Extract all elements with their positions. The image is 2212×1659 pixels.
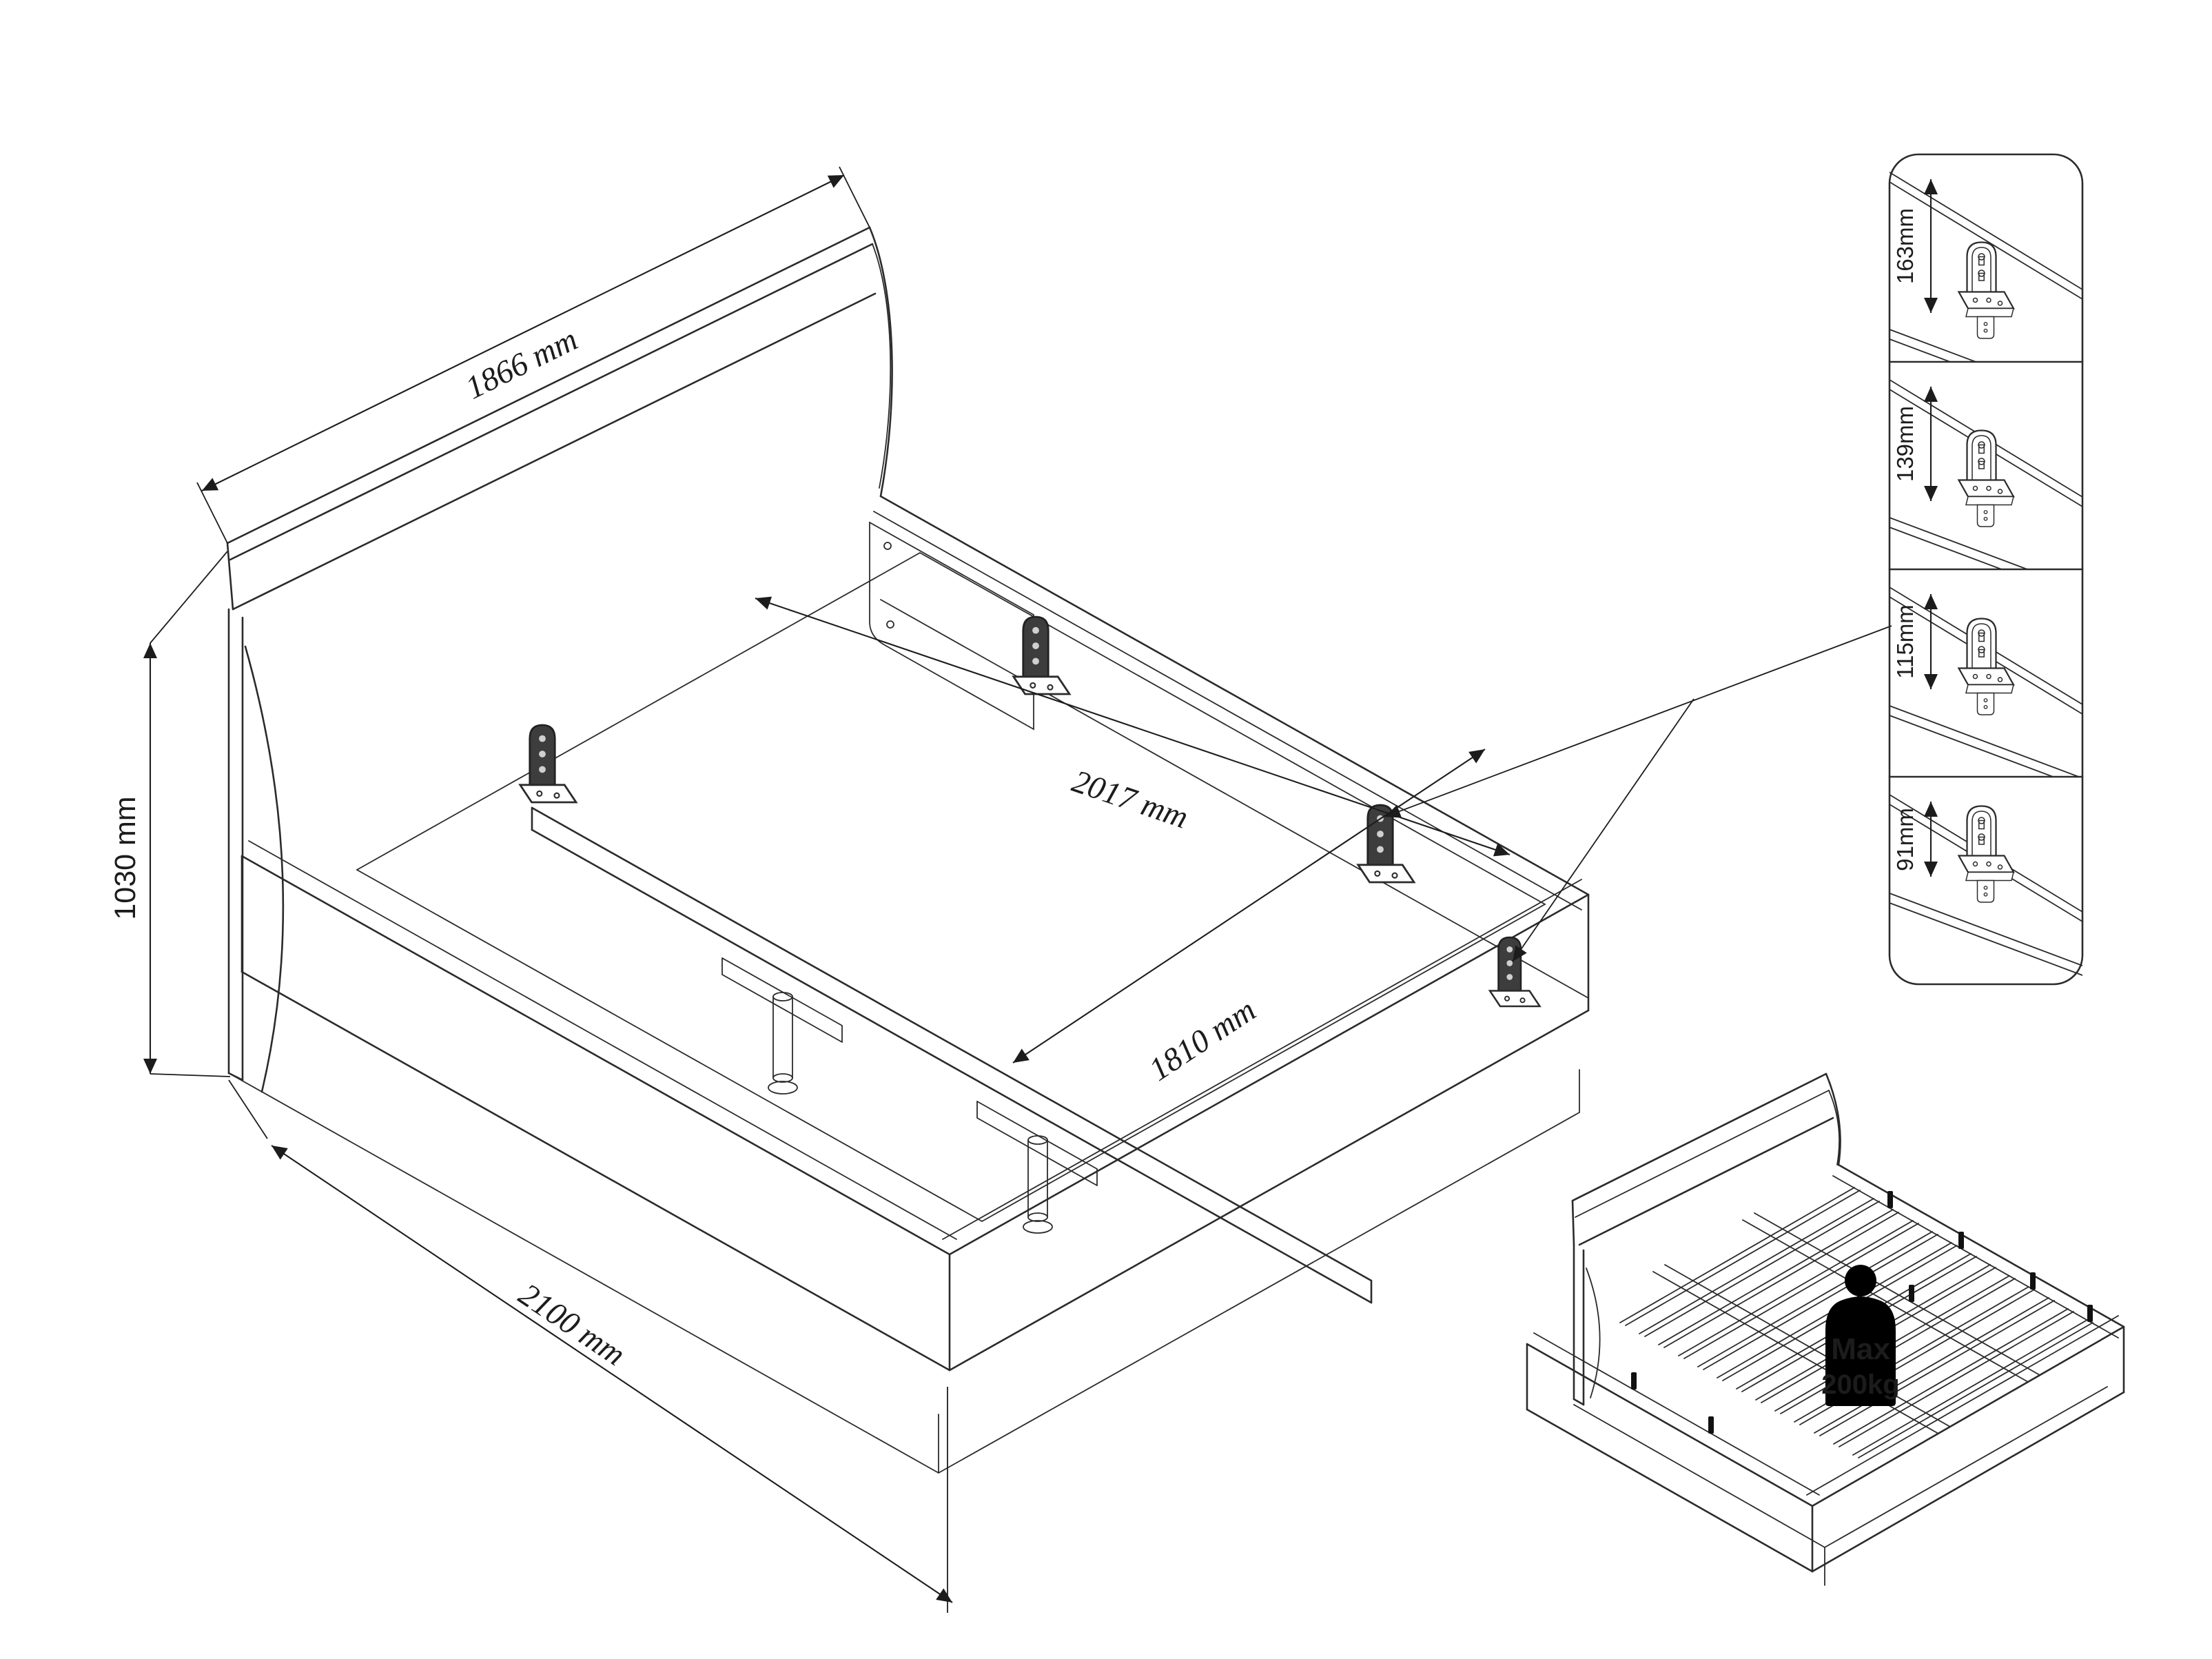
corner-bracket-icon	[1488, 936, 1541, 1008]
bracket-leader-lines	[1384, 625, 1892, 962]
bracket-detail-row: 115mm	[1890, 587, 2082, 777]
corner-bracket-icon	[1958, 241, 2015, 340]
dim-label-2017: 2017 mm	[1067, 763, 1192, 835]
bracket-height-label: 139mm	[1892, 406, 1918, 482]
main-bed-drawing: 1866 mm 1030 mm 2100 mm 2017 mm 1810 mm	[109, 166, 1892, 1613]
max-load-badge: Max 200kg	[1821, 1265, 1900, 1406]
fastening-pegs	[1631, 1191, 2093, 1434]
dim-label-2100: 2100 mm	[512, 1276, 631, 1373]
corner-bracket-icon	[1958, 805, 2015, 904]
dimension-headboard-height: 1030 mm	[109, 551, 231, 1077]
bracket-detail-row: 91mm	[1890, 794, 2082, 976]
dimension-inner-length: 2017 mm	[755, 596, 1510, 857]
person-silhouette-icon	[1825, 1296, 1896, 1406]
center-support-rail	[531, 806, 1373, 1304]
dim-label-1030: 1030 mm	[109, 796, 142, 919]
person-silhouette-icon	[1845, 1265, 1876, 1296]
bracket-height-label: 91mm	[1892, 808, 1918, 871]
support-leg	[1023, 1135, 1053, 1234]
corner-bracket-icon	[1958, 429, 2015, 528]
cross-rails	[1652, 1212, 2040, 1434]
bracket-detail-row: 139mm	[1890, 379, 2082, 569]
bracket-height-label: 163mm	[1892, 208, 1918, 284]
dimension-outer-length: 2100 mm	[228, 1079, 953, 1613]
corner-bracket-icon	[519, 724, 577, 804]
bed-frame	[228, 495, 1590, 1474]
max-load-line1: Max	[1831, 1332, 1890, 1366]
bracket-detail-panel: 163mm 139mm 115mm 91mm	[1888, 153, 2084, 986]
mini-frame	[1526, 1163, 2125, 1586]
mini-headboard	[1571, 1072, 1841, 1406]
bracket-detail-row: 163mm	[1890, 172, 2082, 362]
max-load-illustration: Max 200kg	[1526, 1072, 2125, 1586]
support-leg	[768, 992, 798, 1095]
dimension-headboard-width: 1866 mm	[196, 166, 870, 544]
max-load-line2: 200kg	[1821, 1370, 1899, 1400]
back-mounting-panel	[869, 521, 1034, 731]
bracket-height-label: 115mm	[1892, 604, 1918, 679]
corner-bracket-icon	[1012, 615, 1071, 695]
